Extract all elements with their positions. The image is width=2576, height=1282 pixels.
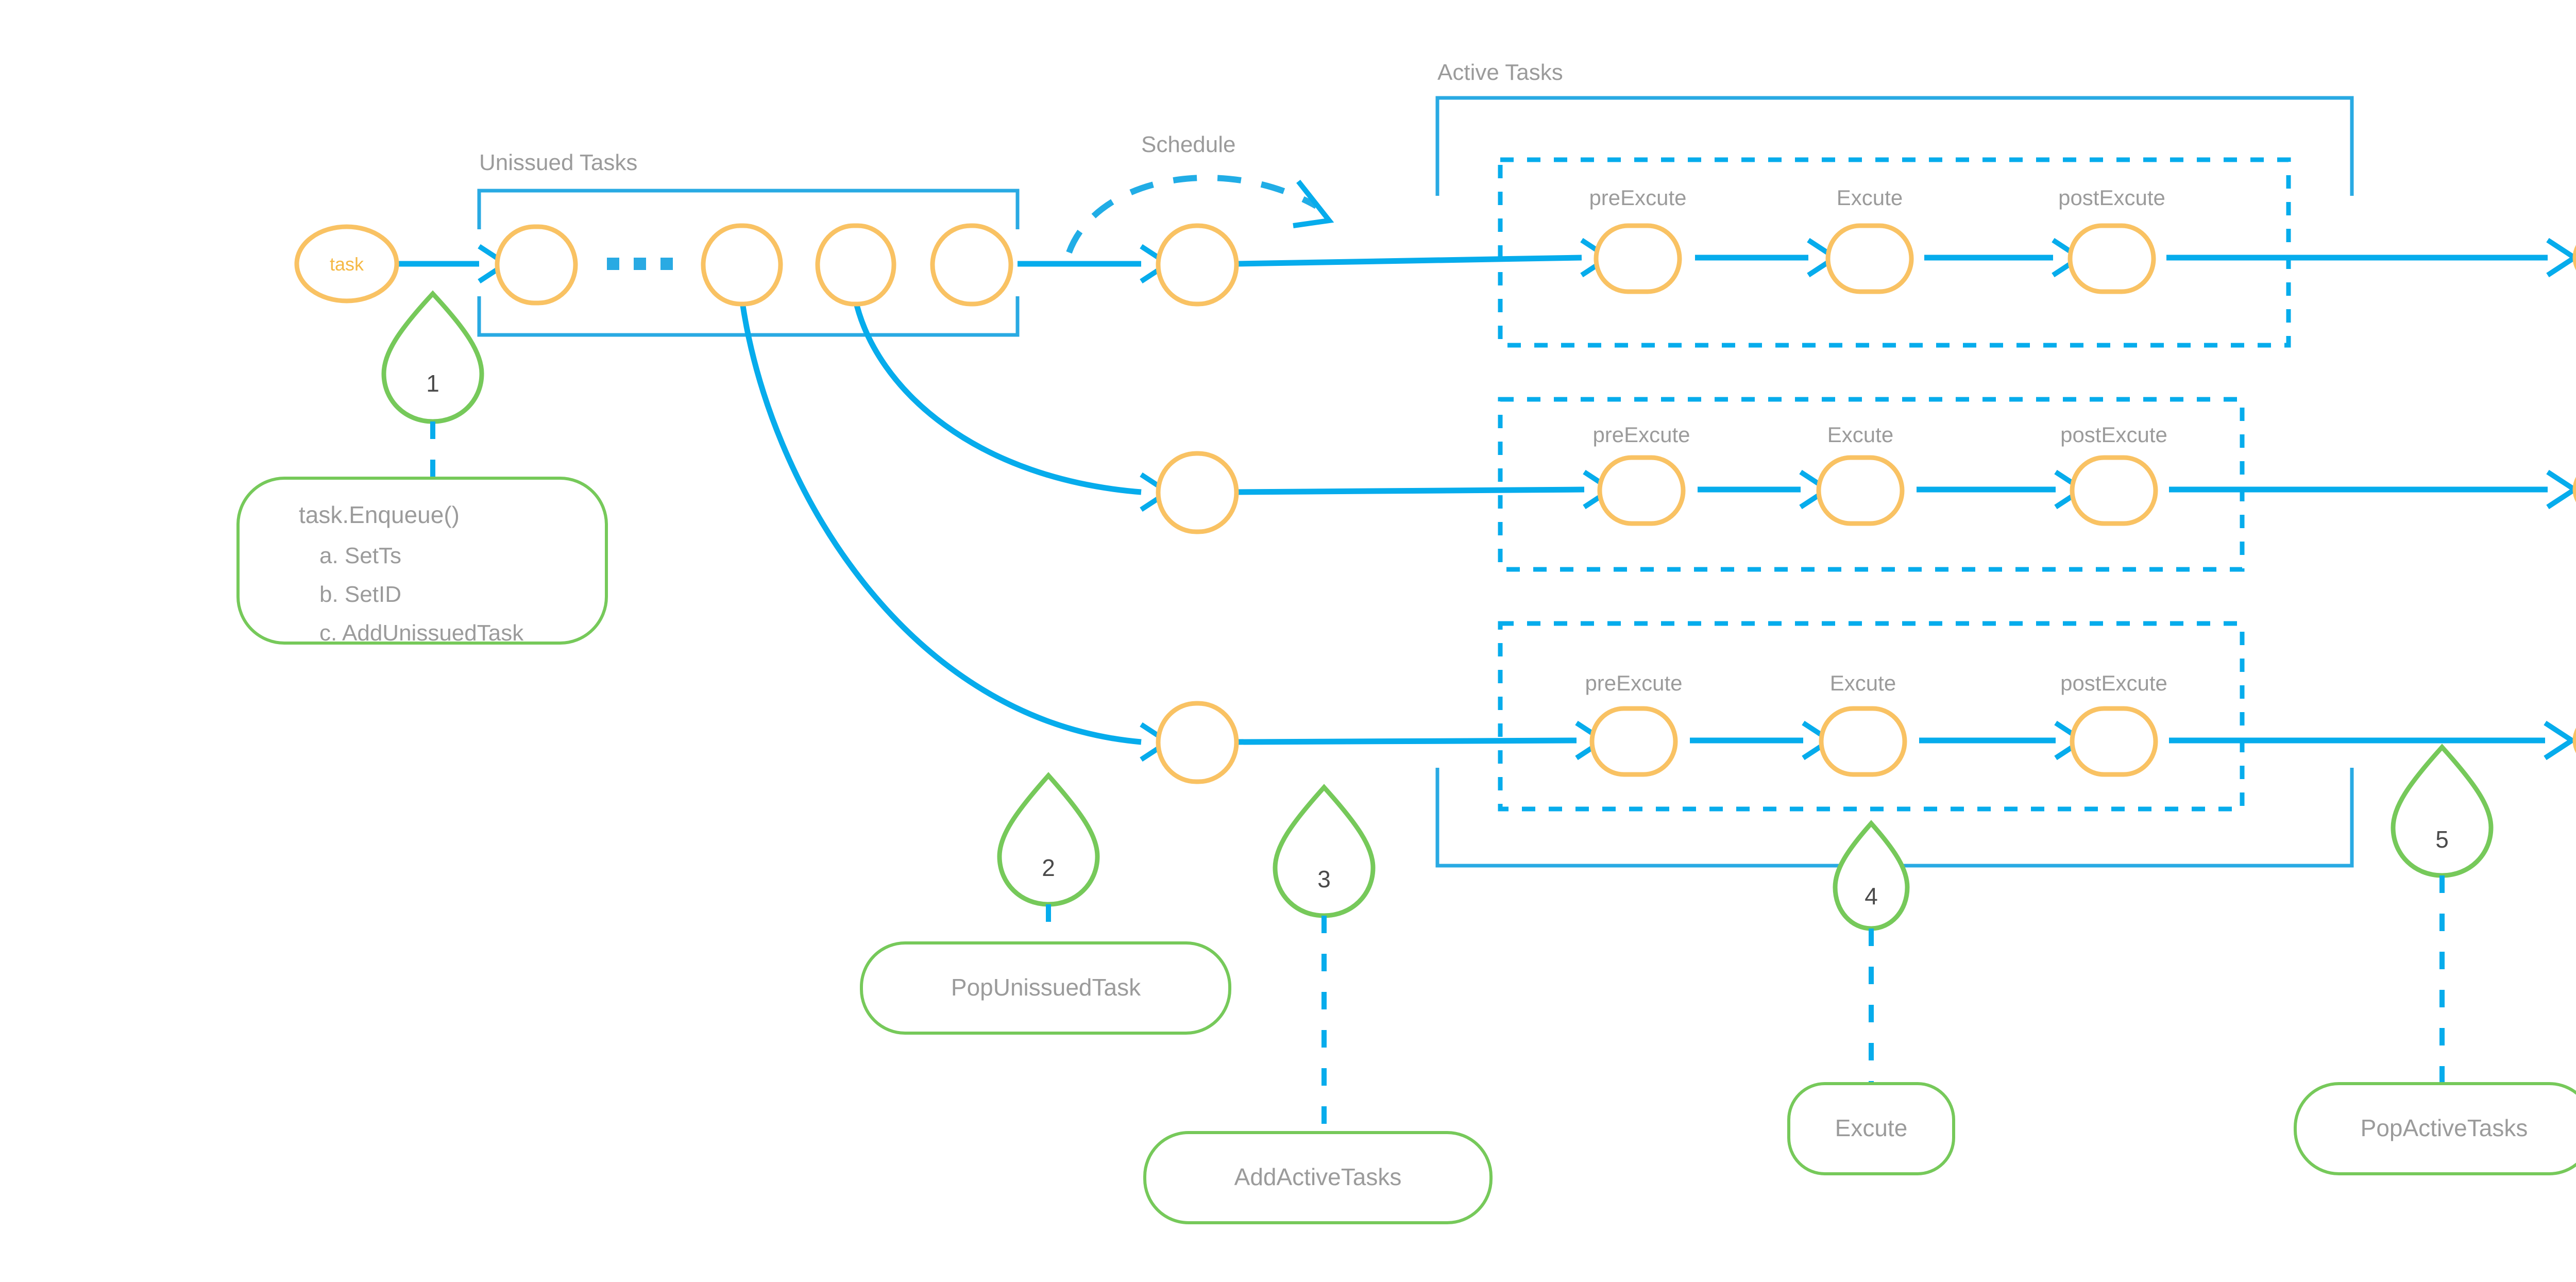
marker-pin-2[interactable] <box>997 772 1100 907</box>
stage-node-preexcute-row1[interactable] <box>1594 223 1682 294</box>
schedule-node-row2[interactable] <box>1156 451 1239 534</box>
callout-box-enqueue[interactable] <box>236 477 608 645</box>
marker-pin-3[interactable] <box>1273 784 1376 918</box>
stage-node-excute-row2[interactable] <box>1816 455 1905 526</box>
stage-node-postexcute-row2[interactable] <box>2070 455 2158 526</box>
callout-label-excute: Excute <box>1835 1115 1908 1141</box>
marker-number-5: 5 <box>2435 826 2449 853</box>
label-unissued-tasks: Unissued Tasks <box>479 150 637 175</box>
marker-pin-4[interactable] <box>1833 820 1910 931</box>
marker-pin-1[interactable] <box>381 290 484 424</box>
callout-box-pop-unissued[interactable] <box>860 941 1231 1035</box>
marker-number-4: 4 <box>1865 883 1878 909</box>
stage-label-preexcute-row2: preExcute <box>1592 423 1690 447</box>
stage-node-excute-row3[interactable] <box>1819 706 1907 777</box>
callout-step-addunissuedtask: c. AddUnissuedTask <box>319 620 524 646</box>
stage-node-excute-row1[interactable] <box>1825 223 1914 294</box>
callout-step-setid: b. SetID <box>319 582 401 607</box>
stage-node-postexcute-row3[interactable] <box>2070 706 2158 777</box>
queue-node-4[interactable] <box>930 223 1013 307</box>
label-schedule: Schedule <box>1141 132 1235 157</box>
queue-node-3[interactable] <box>815 223 896 307</box>
source-task-node[interactable] <box>294 224 399 303</box>
marker-number-1: 1 <box>426 370 439 397</box>
queue-ellipsis <box>607 258 673 270</box>
stage-label-postexcute-row3: postExcute <box>2060 671 2167 695</box>
marker-number-2: 2 <box>1042 854 1055 881</box>
callout-title-enqueue: task.Enqueue() <box>299 501 460 528</box>
stage-label-postexcute-row1: postExcute <box>2058 185 2165 210</box>
pipeline-dashed-box-row3 <box>1498 621 2245 812</box>
queue-node-2[interactable] <box>701 223 783 307</box>
stage-label-excute-row1: Excute <box>1837 185 1903 210</box>
stage-node-postexcute-row1[interactable] <box>2067 223 2156 294</box>
callout-box-excute[interactable] <box>1787 1082 1955 1175</box>
pipeline-dashed-box-row1 <box>1498 157 2291 348</box>
callout-label-pop-unissued: PopUnissuedTask <box>951 974 1141 1001</box>
stage-label-excute-row3: Excute <box>1830 671 1896 695</box>
source-task-label: task <box>330 254 364 275</box>
stage-label-postexcute-row2: postExcute <box>2060 423 2167 447</box>
flow-row-3 <box>739 298 2572 760</box>
stage-label-preexcute-row1: preExcute <box>1589 185 1686 210</box>
flow-row-2 <box>852 298 2574 510</box>
stage-node-preexcute-row3[interactable] <box>1589 706 1678 777</box>
marker-pin-5[interactable] <box>2391 744 2494 878</box>
callout-box-add-active[interactable] <box>1143 1131 1493 1224</box>
callout-step-setts: a. SetTs <box>319 543 401 568</box>
marker-number-3: 3 <box>1317 866 1331 892</box>
stage-label-excute-row2: Excute <box>1827 423 1893 447</box>
callout-box-pop-active[interactable] <box>2294 1082 2576 1175</box>
schedule-arc <box>1066 175 1334 254</box>
queue-node-1[interactable] <box>495 224 578 306</box>
callout-label-pop-active: PopActiveTasks <box>2361 1115 2528 1141</box>
callout-label-add-active: AddActiveTasks <box>1234 1163 1402 1190</box>
stage-node-preexcute-row2[interactable] <box>1597 455 1686 526</box>
flow-row-1 <box>397 240 2574 281</box>
schedule-node-row1[interactable] <box>1156 223 1239 307</box>
stage-label-preexcute-row3: preExcute <box>1585 671 1682 695</box>
schedule-node-row3[interactable] <box>1156 701 1239 784</box>
label-active-tasks: Active Tasks <box>1437 60 1563 85</box>
